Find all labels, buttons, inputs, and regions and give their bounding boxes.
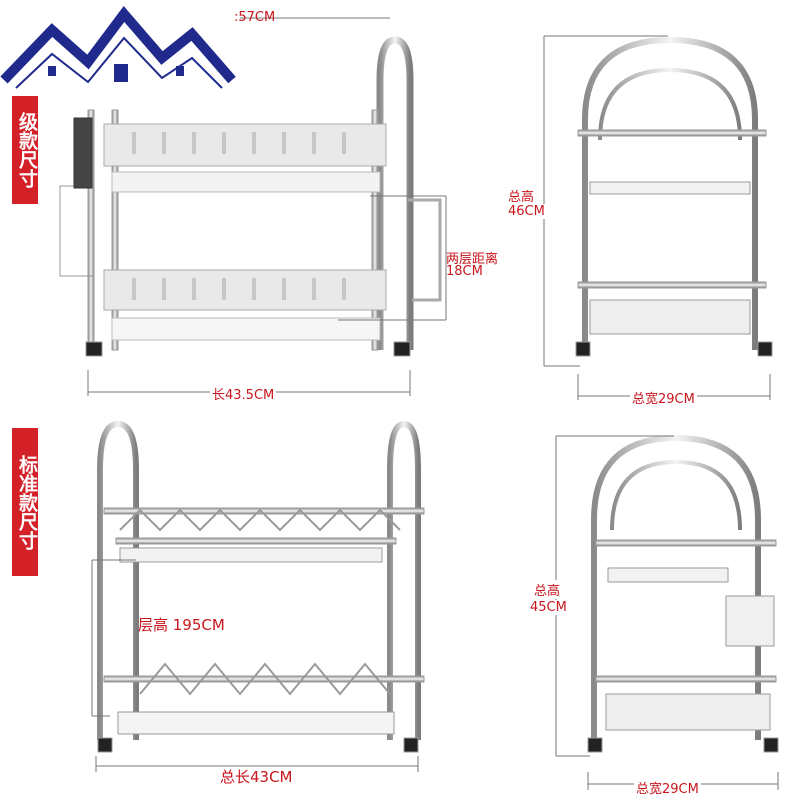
upgrade-model-tag: 级款尺寸 (12, 96, 38, 204)
upgrade-rack-side (575, 36, 773, 357)
standard-rack-side (587, 434, 779, 753)
standard-model-tag: 标准款尺寸 (12, 428, 38, 576)
bottom-side-height-label: 总高 (534, 580, 561, 599)
top-height-fragment: :57CM (234, 10, 276, 25)
upgrade-rack-front (59, 36, 442, 357)
house-logo-icon (0, 6, 236, 89)
top-side-height-value: 46CM (508, 204, 545, 219)
brand-logo (0, 0, 236, 104)
layer-height-label: 层高 195CM (138, 616, 225, 634)
bottom-side-height-value: 45CM (530, 600, 567, 615)
standard-rack-front (97, 420, 425, 753)
top-side-height-label: 总高 (508, 186, 535, 205)
layer-gap-value: 18CM (446, 264, 483, 279)
layer-gap-label: 两层距离 (446, 252, 499, 267)
top-length-label: 长43.5CM (210, 384, 277, 403)
bottom-side-width-label: 总宽29CM (634, 778, 701, 797)
bottom-length-label: 总长43CM (220, 768, 293, 786)
top-side-width-label: 总宽29CM (630, 388, 697, 407)
